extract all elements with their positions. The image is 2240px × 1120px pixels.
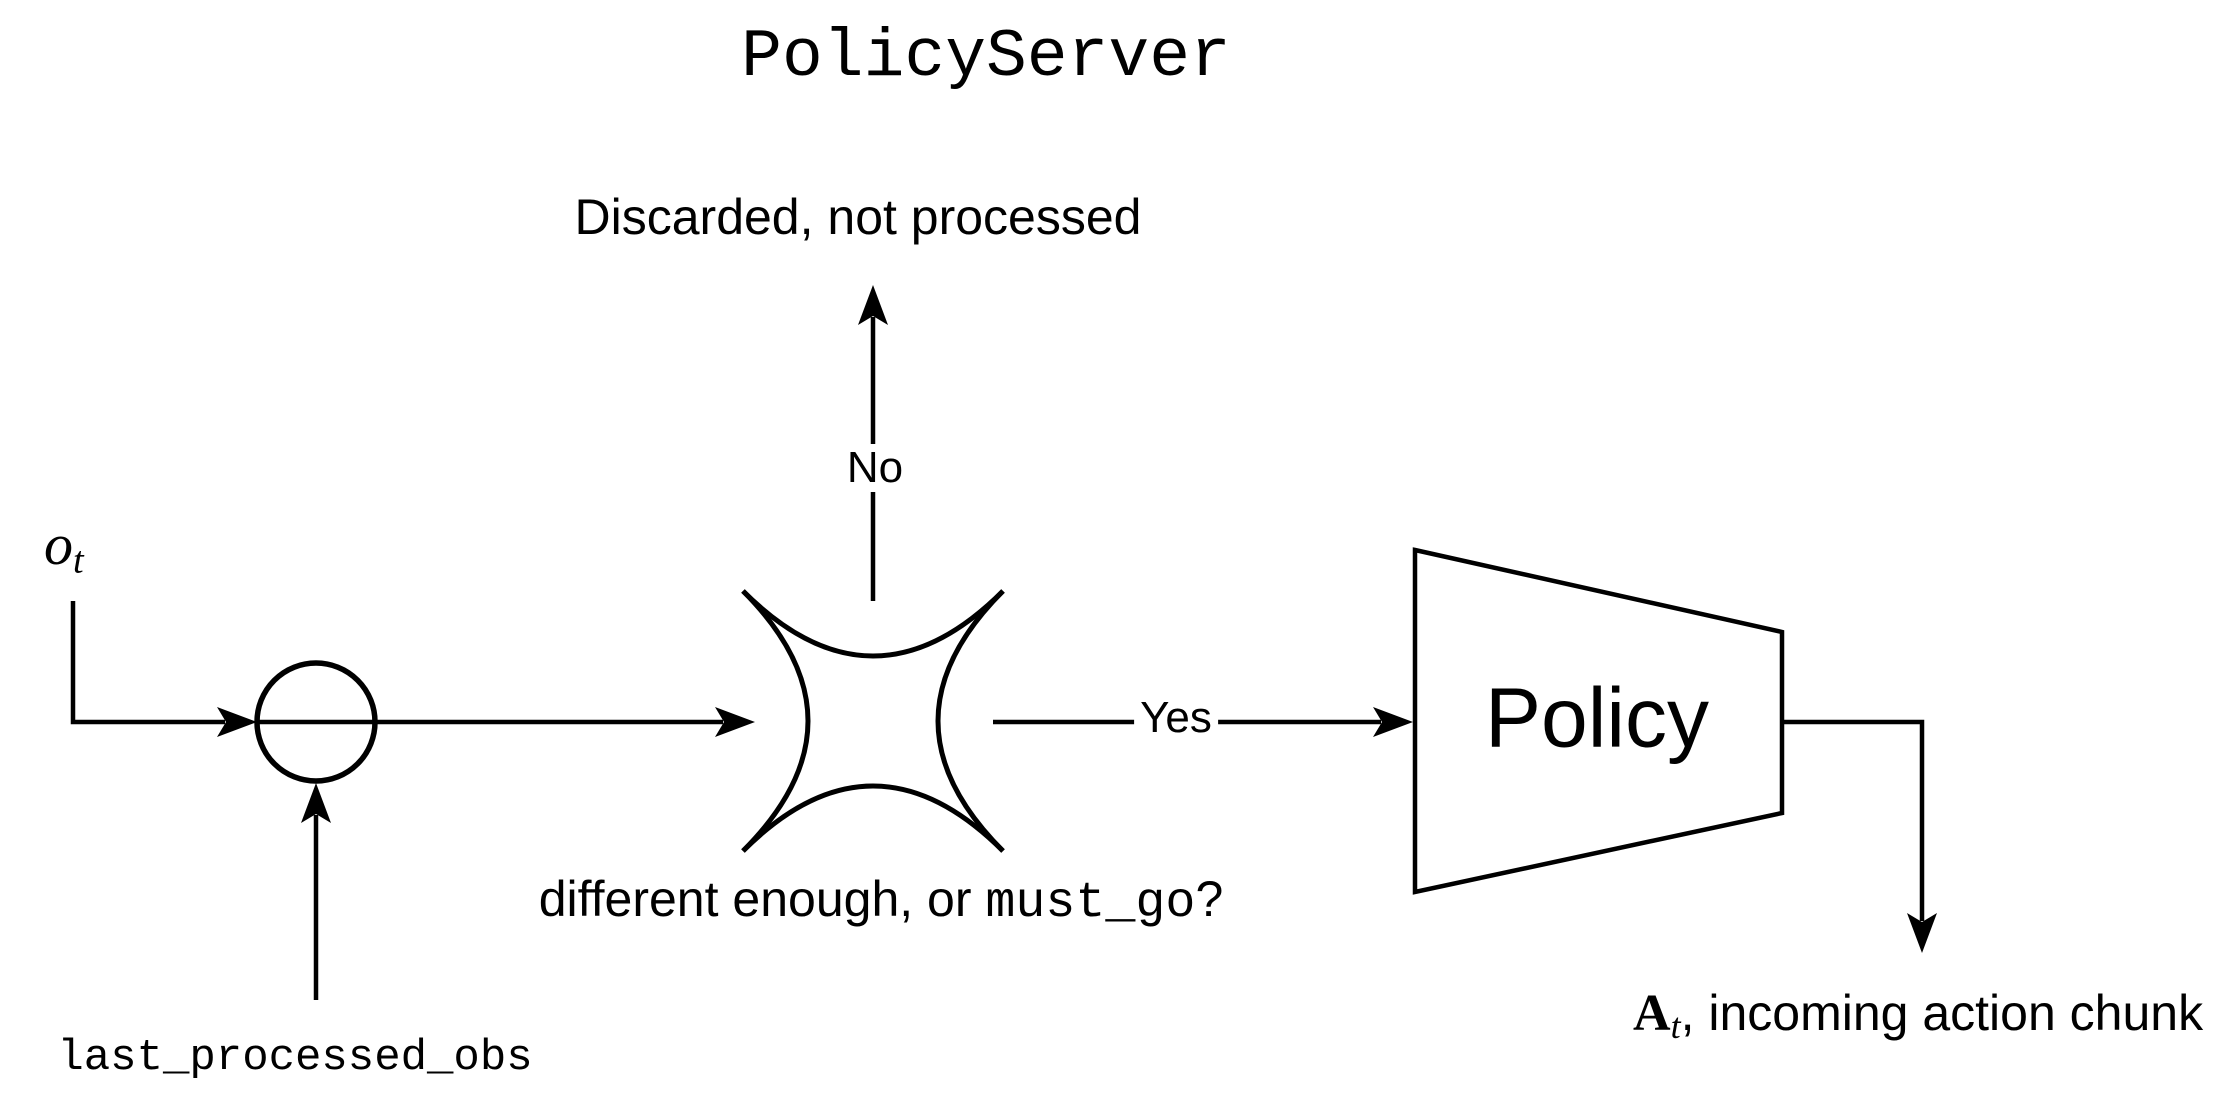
observation-subscript: t — [73, 539, 84, 582]
decision-star-bottom-arc — [741, 783, 1005, 853]
action-chunk-text: , incoming action chunk — [1680, 985, 2204, 1041]
obs-input-arrowhead — [217, 707, 257, 737]
condition-suffix: ? — [1195, 871, 1224, 927]
circle-to-star-arrowhead — [715, 707, 755, 737]
no-branch-label: No — [840, 444, 910, 492]
last-processed-arrowhead — [301, 783, 331, 823]
condition-label: different enough, or must_go? — [539, 874, 1224, 929]
decision-star-right-arc — [935, 589, 1005, 853]
policy-trapezoid — [1412, 547, 1785, 895]
yes-branch-label: Yes — [1134, 694, 1218, 742]
observation-symbol: o — [44, 512, 73, 577]
action-chunk-label: At, incoming action chunk — [1633, 988, 2203, 1044]
action-output-arrowhead — [1907, 913, 1937, 953]
action-chunk-subscript: t — [1670, 1005, 1681, 1046]
discarded-label: Discarded, not processed — [574, 189, 1142, 245]
diagram-title: PolicyServer — [741, 19, 1231, 96]
no-arrowhead — [858, 285, 888, 325]
policy-label: Policy — [1484, 670, 1710, 765]
condition-prefix: different enough, or — [538, 871, 986, 927]
last-processed-obs-label: last_processed_obs — [57, 1033, 533, 1083]
observation-label: ot — [44, 516, 84, 580]
obs-input-wire — [70, 601, 225, 725]
decision-star — [741, 589, 1005, 853]
action-chunk-symbol: A — [1633, 985, 1671, 1042]
action-output-wire — [1782, 719, 1925, 921]
decision-star-left-arc — [741, 589, 811, 853]
decision-star-top-arc — [741, 589, 1005, 659]
yes-arrowhead — [1373, 707, 1413, 737]
condition-code: must_go — [985, 875, 1196, 932]
